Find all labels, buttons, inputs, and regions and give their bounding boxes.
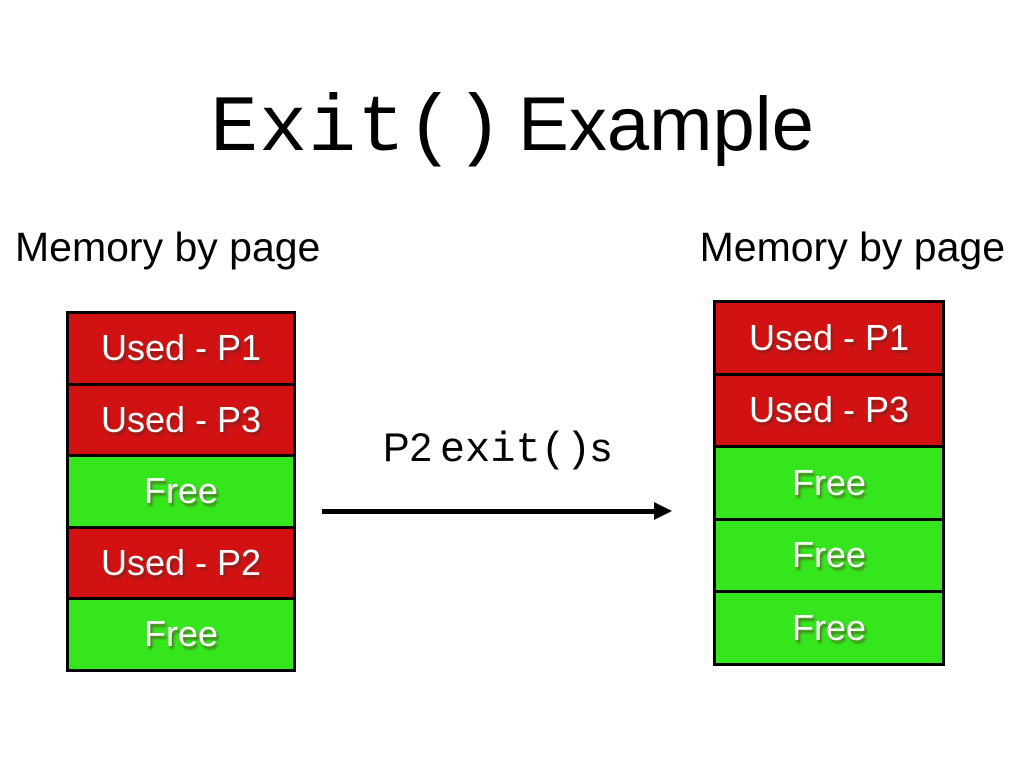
memory-box: Free [713, 517, 945, 593]
memory-box: Used - P1 [66, 311, 296, 386]
memory-box-label: Free [791, 461, 867, 503]
memory-stack-after: Used - P1 Used - P3 Free Free Free [713, 300, 945, 666]
memory-box-label: Free [143, 613, 219, 655]
memory-box-label: Used - P3 [748, 389, 910, 431]
memory-box: Used - P2 [66, 525, 296, 600]
page-title-text: Example [518, 82, 814, 168]
memory-box: Free [713, 445, 945, 521]
memory-stack-before: Used - P1 Used - P3 Free Used - P2 Free [66, 311, 296, 672]
memory-box: Used - P3 [713, 372, 945, 448]
transition-label-suffix: s [591, 426, 612, 470]
memory-box: Free [713, 590, 945, 666]
transition-label-prefix: P2 [382, 426, 432, 470]
arrow-head [654, 502, 672, 520]
memory-box: Free [66, 454, 296, 529]
right-panel-heading: Memory by page [699, 224, 1005, 270]
left-panel-heading: Memory by page [15, 224, 321, 270]
memory-box-label: Used - P1 [748, 316, 910, 358]
memory-box-label: Used - P1 [100, 327, 262, 369]
memory-box: Used - P3 [66, 382, 296, 457]
right-arrow-icon [322, 502, 672, 520]
memory-box-label: Used - P3 [100, 398, 262, 440]
arrow-line [322, 509, 656, 514]
memory-box: Free [66, 597, 296, 672]
memory-box-label: Free [791, 606, 867, 648]
page-title: Exit()Example [0, 83, 1024, 174]
memory-box-label: Used - P2 [100, 541, 262, 583]
transition-label-code: exit() [439, 426, 592, 474]
page-title-code: Exit() [210, 84, 505, 176]
memory-box-label: Free [143, 470, 219, 512]
memory-box-label: Free [791, 534, 867, 576]
memory-box: Used - P1 [713, 300, 945, 376]
